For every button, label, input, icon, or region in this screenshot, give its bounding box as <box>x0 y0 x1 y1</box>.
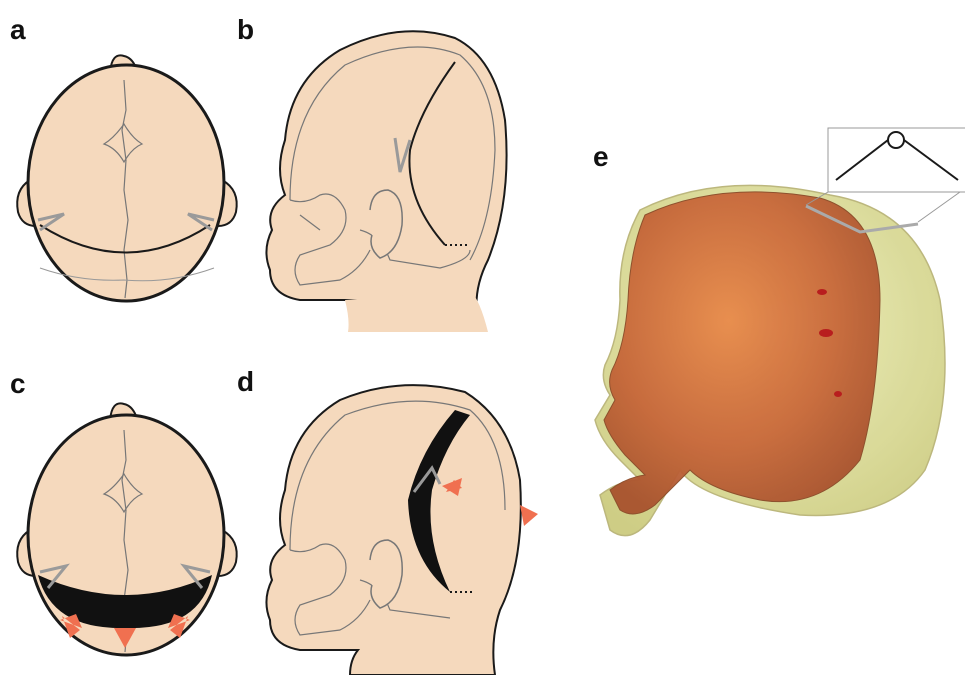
panel-d-lateral-view <box>266 385 538 675</box>
panel-b-lateral-view <box>266 31 506 332</box>
panel-a-top-view <box>17 55 237 301</box>
head-outline <box>266 385 520 675</box>
panel-c-top-view <box>17 403 237 655</box>
panel-e-3d-skull <box>595 128 965 536</box>
skull-bone <box>604 192 880 514</box>
